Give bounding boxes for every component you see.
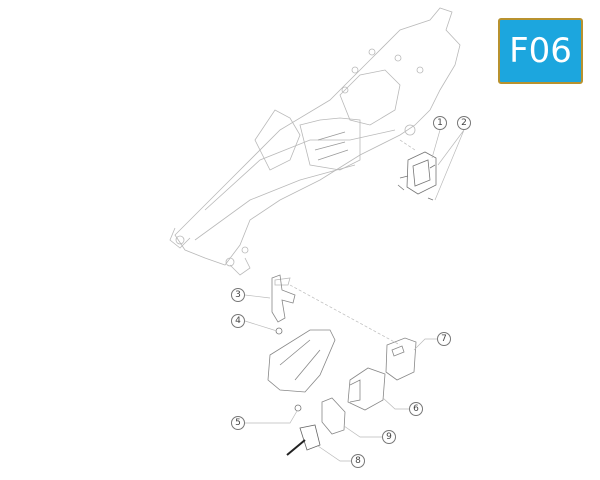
tray-housing [267, 329, 336, 393]
leader-lines [244, 129, 465, 462]
callout-3: 3 [231, 288, 245, 302]
callout-2: 2 [457, 116, 471, 130]
part-9-boot [321, 397, 346, 435]
callout-6: 6 [409, 402, 423, 416]
part-7-cover [385, 337, 417, 381]
part-3-bracket [271, 274, 296, 323]
callout-1: 1 [433, 116, 447, 130]
callout-7: 7 [437, 332, 451, 346]
part-1-control-module [397, 151, 437, 201]
part-5-screw [294, 404, 302, 412]
motorcycle-frame [169, 7, 461, 286]
callout-9: 9 [382, 430, 396, 444]
callout-8: 8 [351, 454, 365, 468]
figure-badge: F06 [498, 18, 583, 84]
part-6-relay [347, 367, 386, 411]
callout-5: 5 [231, 416, 245, 430]
callout-4: 4 [231, 314, 245, 328]
part-8-connector [286, 424, 321, 456]
